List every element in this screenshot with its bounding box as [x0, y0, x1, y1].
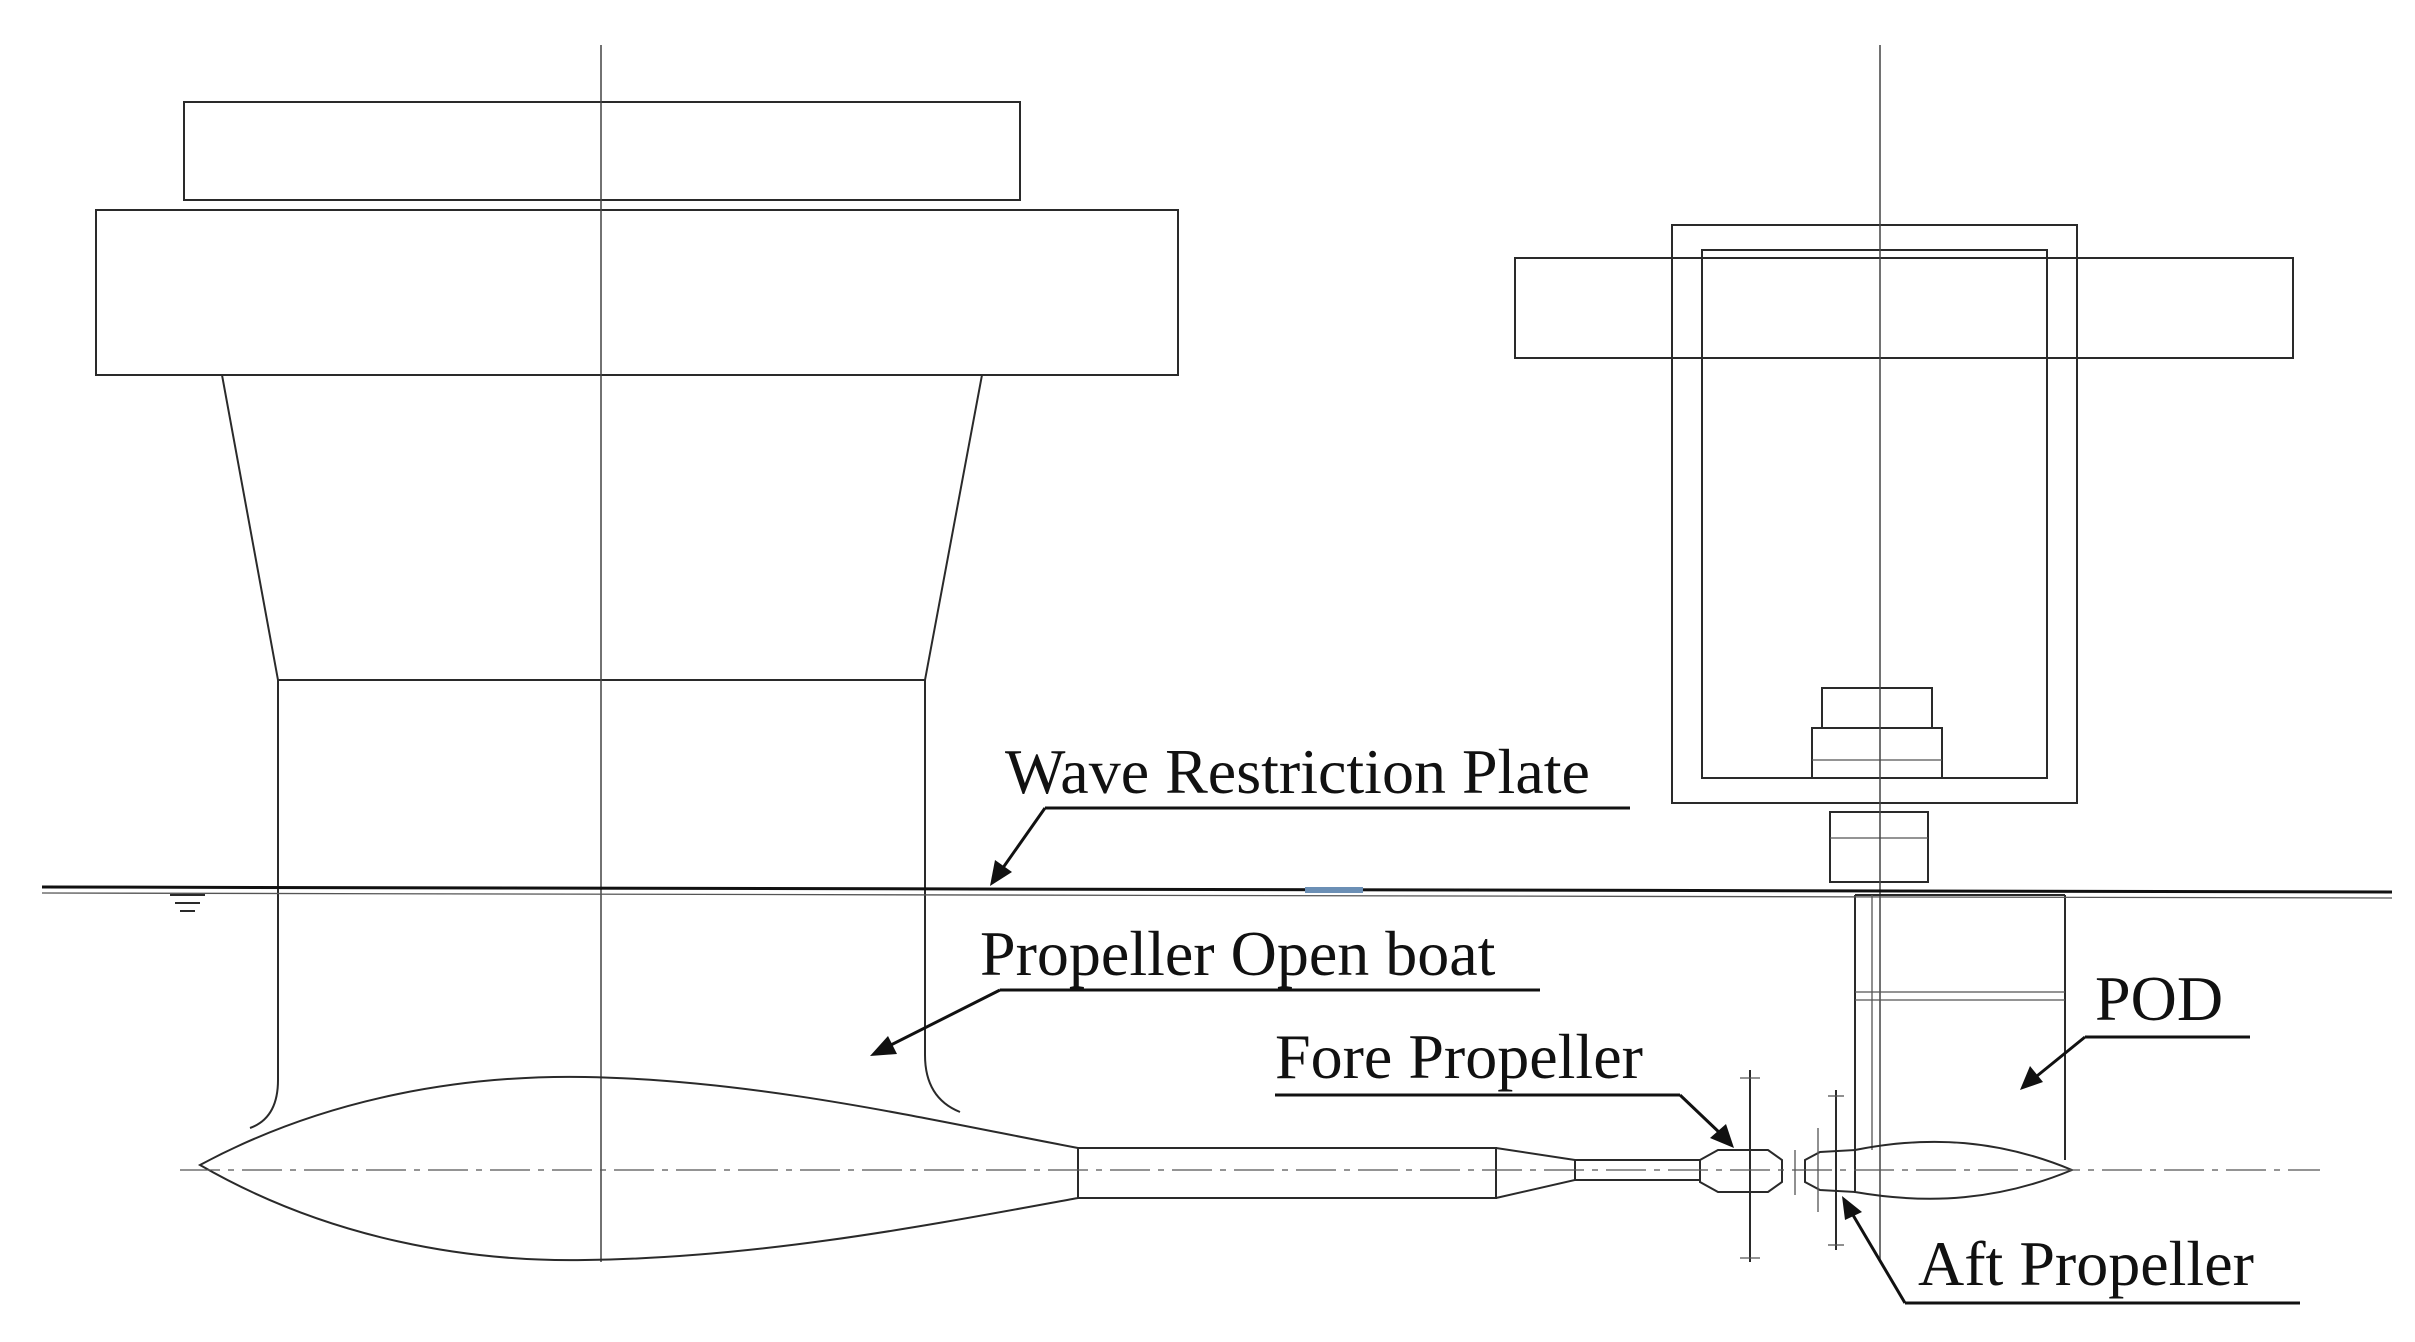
label-pod: POD [2020, 963, 2250, 1090]
pod-label: POD [2095, 963, 2223, 1034]
propeller-open-boat-label: Propeller Open boat [980, 918, 1496, 989]
pod-crossbar [1514, 257, 2294, 359]
fore-propeller-hub [1699, 1149, 1783, 1193]
wave-restriction-plate-line [41, 885, 2393, 894]
open-boat-mount-block [95, 209, 1179, 376]
fore-propeller-leader [1678, 1093, 1724, 1137]
propeller-open-boat-leader [884, 988, 1001, 1050]
label-fore-propeller: Fore Propeller [1275, 1021, 1734, 1148]
pod-connector [1829, 811, 1929, 883]
reference-lines [41, 885, 2393, 1171]
wave-restriction-plate-mark [1305, 887, 1363, 893]
label-wave-restriction-plate: Wave Restriction Plate [990, 736, 1630, 886]
aft-propeller-arrowhead [1842, 1196, 1862, 1220]
pod-assembly [1514, 45, 2294, 1262]
aft-propeller-hub [1804, 1148, 1856, 1194]
pod-dynamometer [1821, 687, 1933, 729]
fore-propeller-arrowhead [1710, 1124, 1734, 1148]
open-boat-tapered-strut [221, 374, 983, 681]
propeller-open-boat-arrowhead [870, 1036, 897, 1056]
label-aft-propeller: Aft Propeller [1842, 1196, 2300, 1305]
pod-inner-frame [1701, 249, 2048, 779]
open-boat-top-plate [183, 101, 1021, 201]
label-propeller-open-boat: Propeller Open boat [870, 918, 1540, 1056]
pod-leader [2031, 1035, 2086, 1082]
wave-plate-arrowhead [990, 860, 1012, 886]
pod-dynamometer-base [1811, 727, 1943, 779]
aft-propeller-leader [1848, 1209, 1907, 1304]
pod-strut [1854, 894, 2066, 1165]
fore-propeller-label: Fore Propeller [1275, 1021, 1643, 1092]
wave-restriction-plate-line-lower [41, 892, 2393, 899]
wave-plate-leader [998, 807, 1047, 873]
shaft-taper [1495, 1147, 1576, 1199]
open-boat-hull [197, 1075, 1079, 1262]
aft-propeller-label: Aft Propeller [1918, 1228, 2254, 1299]
pod-outer-frame [1671, 224, 2078, 804]
pod-arrowhead [2020, 1066, 2043, 1090]
waterline-symbol [170, 894, 205, 912]
open-boat-strut-lower [249, 680, 961, 1129]
shaft-main [1078, 1147, 1497, 1199]
wave-plate-label: Wave Restriction Plate [1005, 736, 1590, 807]
